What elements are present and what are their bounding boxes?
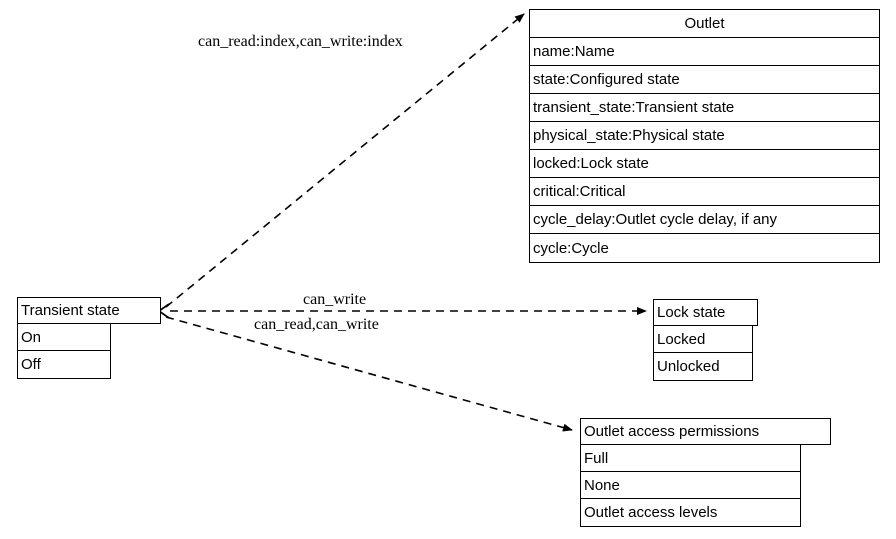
entity-transient-state-row-label: On xyxy=(21,328,42,346)
entity-outlet-row-locked[interactable]: locked:Lock state xyxy=(529,150,880,178)
entity-transient-state-row-off[interactable]: Off xyxy=(17,351,111,379)
edge-label-transient-to-lock-state: can_write xyxy=(303,291,367,308)
entity-outlet-row-critical[interactable]: critical:Critical xyxy=(529,178,880,206)
entity-outlet-access-permissions-row-label: None xyxy=(584,476,620,494)
entity-transient-state-row-label: Off xyxy=(21,356,41,373)
entity-outlet-header[interactable]: Outlet xyxy=(529,9,880,38)
edge-label-transient-to-permissions: can_read,can_write xyxy=(254,316,379,333)
entity-lock-state-row-label: Unlocked xyxy=(657,358,720,375)
entity-lock-state-row-unlocked[interactable]: Unlocked xyxy=(653,353,753,381)
entity-transient-state-row-on[interactable]: On xyxy=(17,324,111,351)
entity-outlet-row-physical-state[interactable]: physical_state:Physical state xyxy=(529,122,880,150)
entity-outlet-access-permissions-row-none[interactable]: None xyxy=(580,472,801,499)
entity-outlet-access-permissions-row-levels[interactable]: Outlet access levels xyxy=(580,499,801,527)
entity-outlet-access-permissions-title: Outlet access permissions xyxy=(584,423,760,440)
entity-outlet-row-label: cycle:Cycle xyxy=(533,239,609,257)
entity-outlet-row-cycle-delay[interactable]: cycle_delay:Outlet cycle delay, if any xyxy=(529,206,880,234)
entity-outlet-row-label: physical_state:Physical state xyxy=(533,127,725,144)
entity-outlet-row-label: critical:Critical xyxy=(533,183,626,200)
entity-outlet-access-permissions-row-label: Outlet access levels xyxy=(584,504,718,521)
entity-outlet-row-name[interactable]: name:Name xyxy=(529,38,880,66)
entity-outlet-row-label: locked:Lock state xyxy=(533,155,649,172)
edge-transient-to-permissions xyxy=(165,316,573,432)
entity-outlet-row-label: name:Name xyxy=(533,43,615,60)
entity-lock-state-title: Lock state xyxy=(657,304,726,321)
entity-transient-state-title: Transient state xyxy=(21,302,120,319)
entity-lock-state-header[interactable]: Lock state xyxy=(653,299,758,326)
entity-outlet-access-permissions-row-full[interactable]: Full xyxy=(580,445,801,472)
entity-outlet-row-cycle[interactable]: cycle:Cycle xyxy=(529,234,880,263)
entity-outlet-access-permissions-header[interactable]: Outlet access permissions xyxy=(580,418,831,445)
entity-outlet-row-label: transient_state:Transient state xyxy=(533,99,735,116)
entity-outlet-row-label: cycle_delay:Outlet cycle delay, if any xyxy=(533,211,778,228)
entity-lock-state-row-label: Locked xyxy=(657,330,706,348)
entity-outlet-row-state[interactable]: state:Configured state xyxy=(529,66,880,94)
entity-outlet-row-transient-state[interactable]: transient_state:Transient state xyxy=(529,94,880,122)
entity-transient-state-header[interactable]: Transient state xyxy=(17,297,161,324)
entity-outlet-title: Outlet xyxy=(684,15,725,32)
entity-outlet-row-label: state:Configured state xyxy=(533,71,680,88)
entity-outlet-access-permissions-row-label: Full xyxy=(584,449,609,467)
edge-label-transient-to-outlet: can_read:index,can_write:index xyxy=(198,33,403,50)
edge-transient-to-outlet xyxy=(165,13,525,308)
entity-lock-state-row-locked[interactable]: Locked xyxy=(653,326,753,353)
